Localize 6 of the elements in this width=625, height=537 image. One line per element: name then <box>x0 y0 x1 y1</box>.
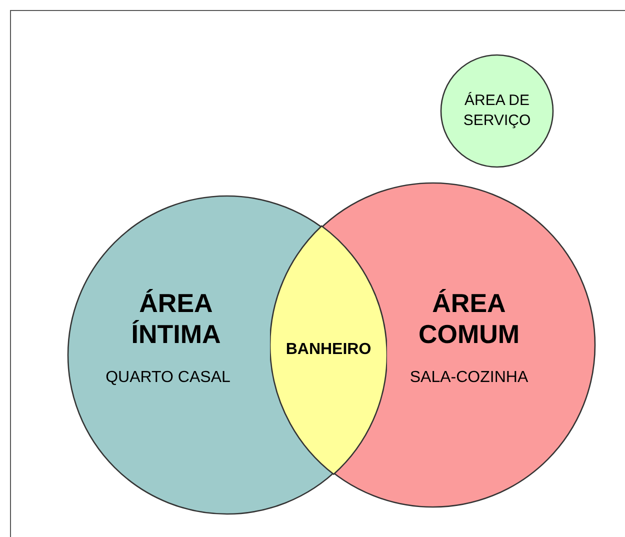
zone-title: ÁREA ÍNTIMA <box>130 288 222 350</box>
room-label: BANHEIRO <box>286 340 372 360</box>
room-label: SALA-COZINHA <box>408 368 530 388</box>
room-label: QUARTO CASAL <box>104 368 232 388</box>
zone-label: ÁREA DE SERVIÇO <box>462 91 532 131</box>
zone-title: ÁREA COMUM <box>417 288 521 350</box>
